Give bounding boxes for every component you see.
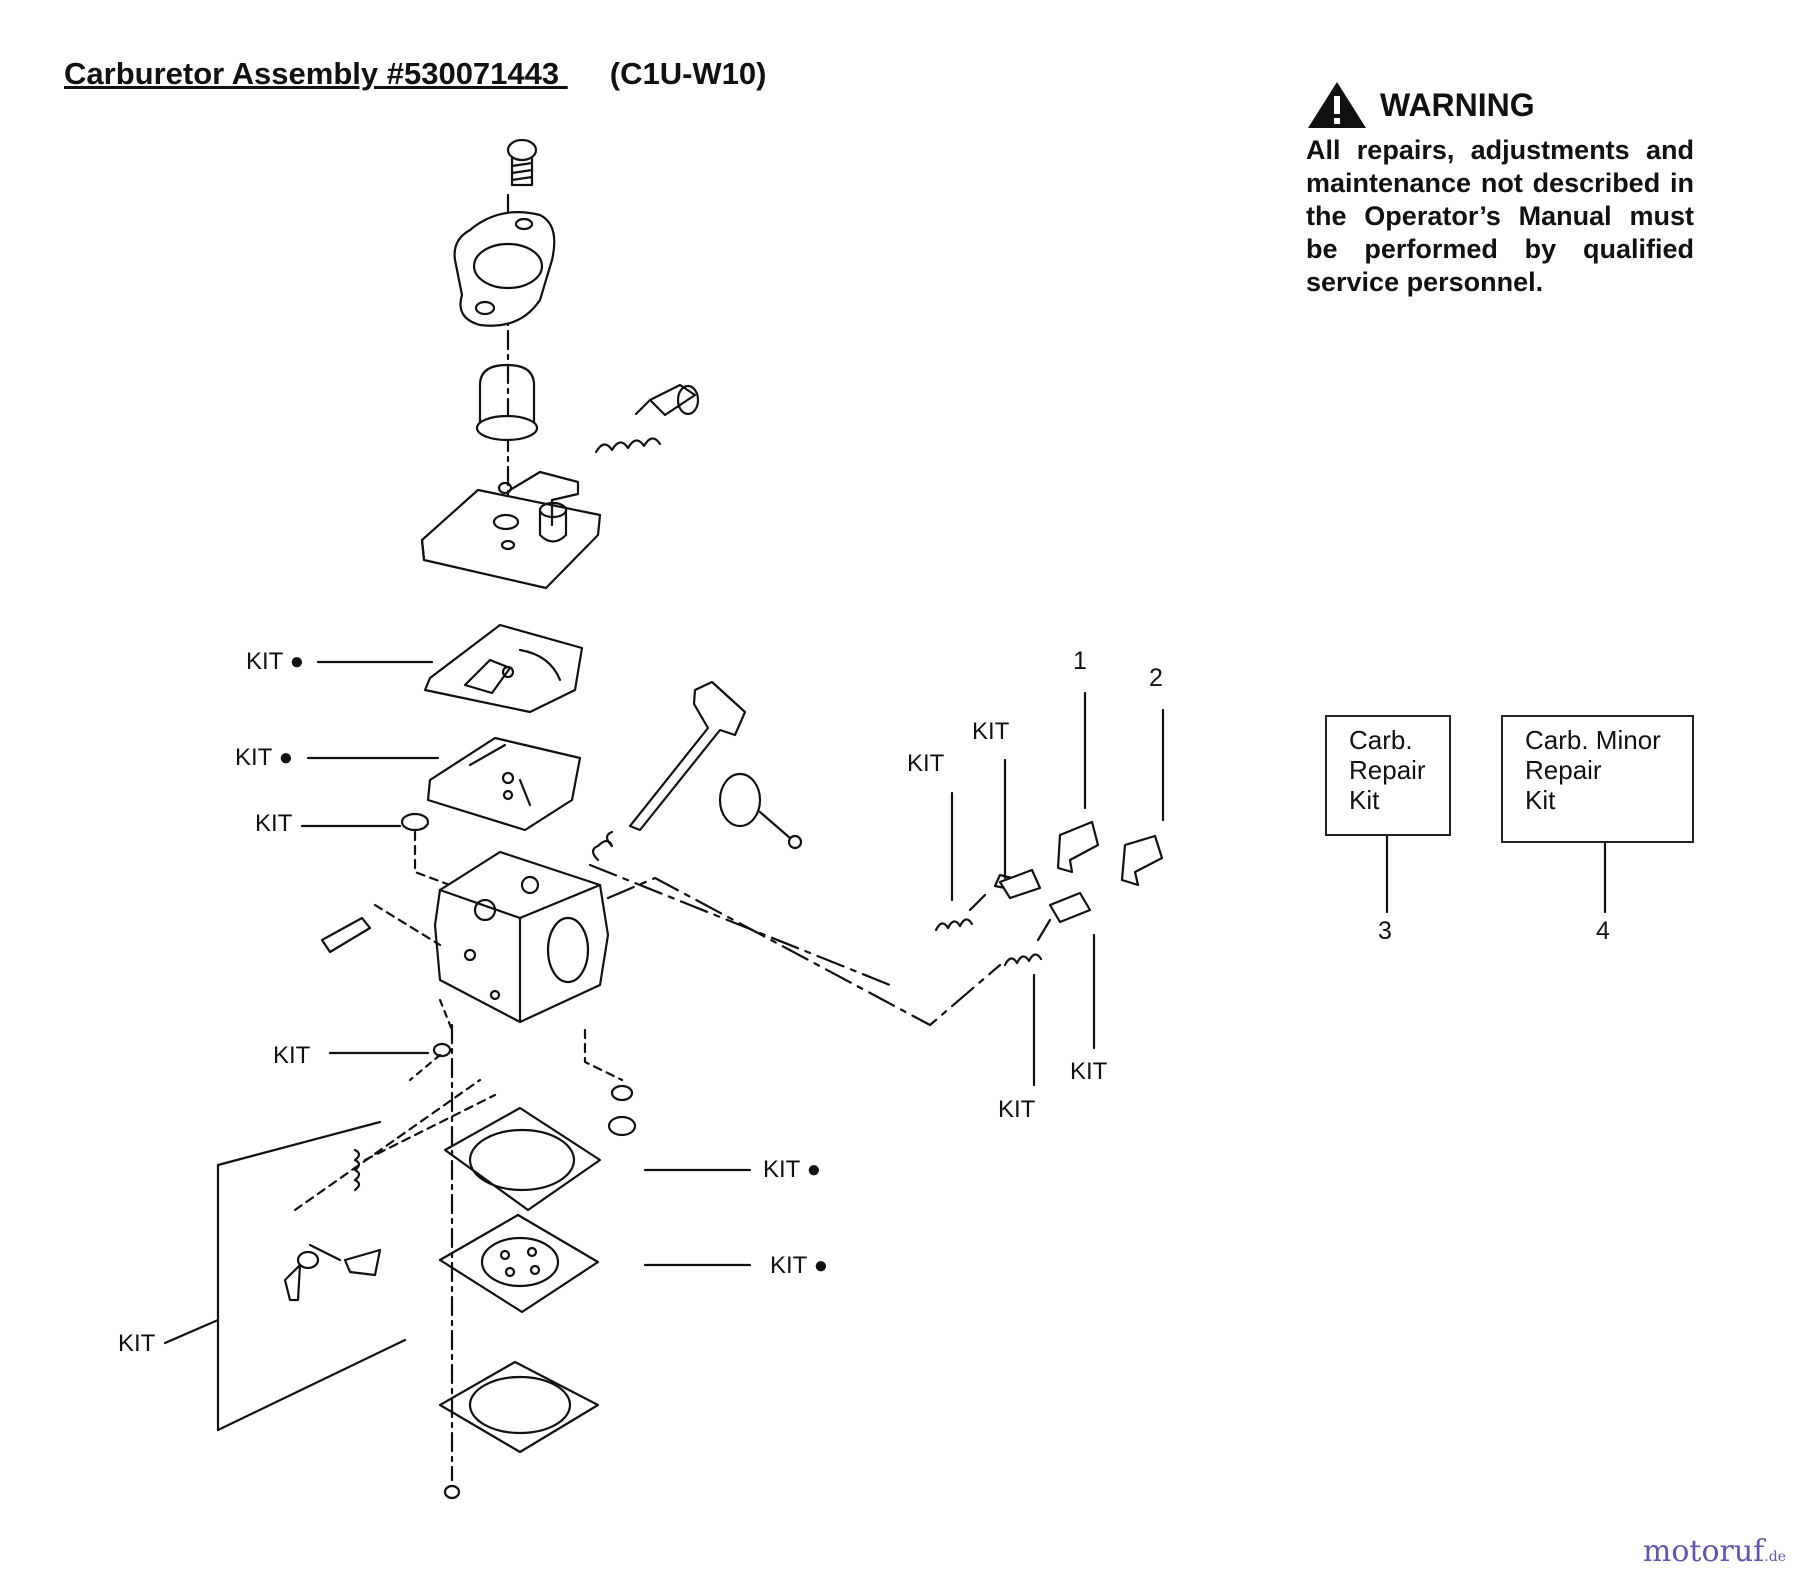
kit-box-line: Repair	[1349, 755, 1426, 785]
kit-callout-screen: KIT	[255, 810, 293, 837]
kit-callout-spring-left: KIT	[907, 750, 945, 777]
kit-callout-metering-diaphragm: KIT ●	[770, 1252, 829, 1279]
brand-watermark: motoruf.de	[1643, 1534, 1786, 1569]
kit-callout-spring-right: KIT	[998, 1096, 1036, 1123]
ref-number-4: 4	[1596, 917, 1610, 945]
pivot-pin	[320, 903, 442, 954]
brand-domain: .de	[1764, 1549, 1786, 1565]
warning-text: All repairs, adjustments and maintenance…	[1306, 135, 1694, 297]
metering-cover	[438, 1360, 600, 1454]
diagram-title: Carburetor Assembly #530071443 (C1U-W10)	[64, 56, 766, 92]
kit-box-line: Carb. Minor	[1525, 725, 1661, 755]
throttle-shaft	[591, 680, 803, 862]
kit-callout-diaphragm: KIT ●	[235, 744, 294, 771]
kit-box-line: Kit	[1525, 785, 1556, 815]
title-model: (C1U-W10)	[609, 56, 767, 91]
ref-number-1: 1	[1073, 647, 1087, 675]
inlet-screen	[400, 812, 430, 832]
kit-callout-clip: KIT	[273, 1042, 311, 1069]
top-screw	[506, 138, 538, 187]
warning-heading-row: WARNING	[1306, 80, 1694, 130]
metering-lever-group	[283, 1078, 497, 1302]
kit-box-line: Carb.	[1349, 725, 1413, 755]
kit-box-line: Kit	[1349, 785, 1380, 815]
idle-adjust-screw	[594, 383, 700, 454]
primer-bulb	[475, 363, 539, 442]
pump-diaphragm	[426, 736, 582, 832]
limiter-caps	[1056, 820, 1164, 887]
pump-cover	[420, 470, 602, 590]
ref-number-2: 2	[1149, 664, 1163, 692]
kit-callout-needle-right: KIT	[1070, 1058, 1108, 1085]
kit-callout-gasket: KIT ●	[246, 648, 305, 675]
carb-minor-repair-kit-box: Carb. Minor Repair Kit	[1501, 715, 1694, 843]
carburetor-body	[433, 850, 610, 1024]
title-main: Carburetor Assembly #530071443	[64, 56, 568, 91]
warning-heading: WARNING	[1380, 86, 1535, 123]
gasket-lower	[443, 1106, 602, 1212]
warning-box: WARNING All repairs, adjustments and mai…	[1306, 80, 1694, 299]
brand-name: motoruf	[1642, 1534, 1765, 1569]
carb-repair-kit-box: Carb. Repair Kit	[1325, 715, 1451, 836]
kit-callout-lever-group: KIT	[118, 1330, 156, 1357]
warning-triangle-icon	[1308, 82, 1366, 128]
ref-number-3: 3	[1378, 917, 1392, 945]
kit-callout-needle-left: KIT	[972, 718, 1010, 745]
metering-diaphragm	[438, 1213, 600, 1314]
gasket-upper	[423, 623, 584, 714]
intake-flange	[453, 211, 556, 327]
mixture-needles	[934, 868, 1092, 967]
kit-callout-lower-gasket: KIT ●	[763, 1156, 822, 1183]
kit-box-line: Repair	[1525, 755, 1602, 785]
